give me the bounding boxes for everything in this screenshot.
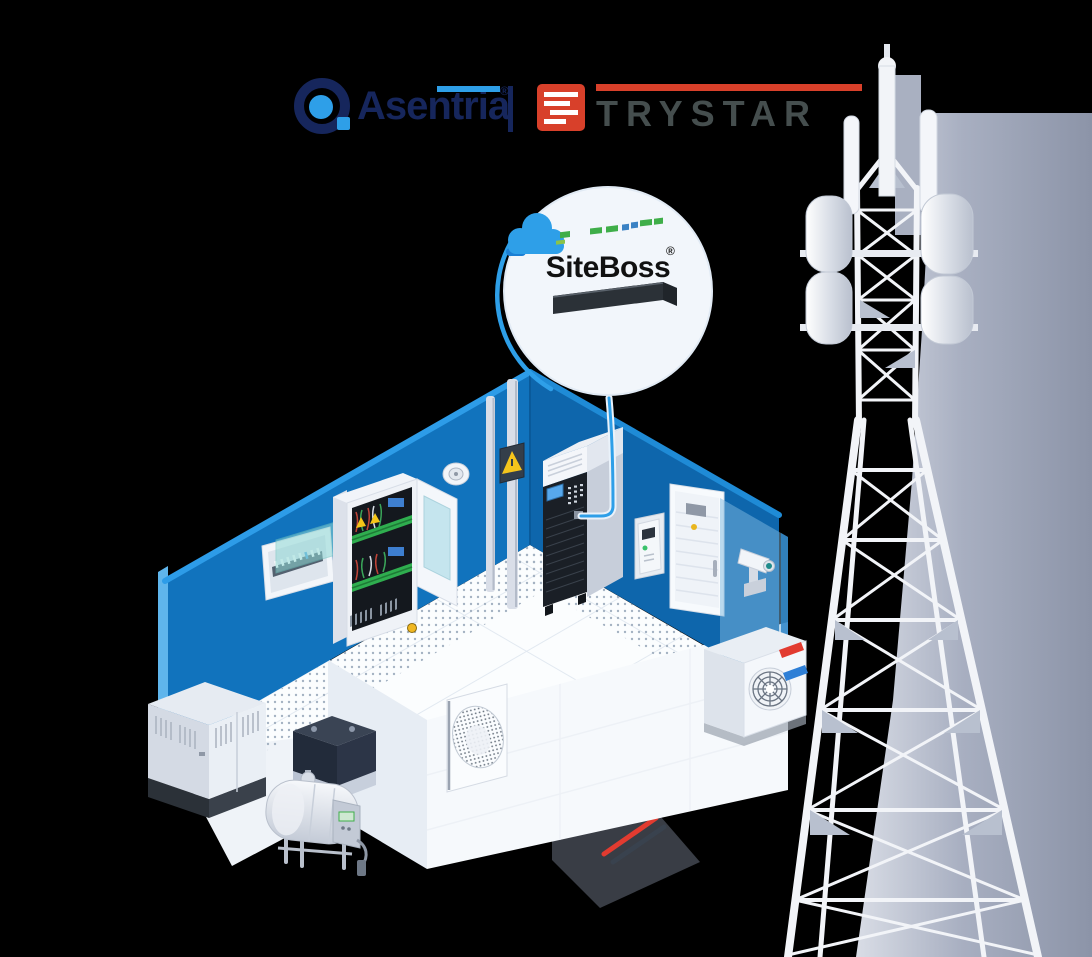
connection-cable	[577, 394, 617, 520]
smoke-detector-icon	[442, 462, 470, 486]
vent-fan-icon	[446, 683, 508, 793]
breaker-panel	[261, 519, 343, 601]
trystar-accent-bar	[596, 84, 862, 91]
siteboss-callout	[495, 186, 713, 396]
conduit-pillars	[486, 379, 518, 609]
ac-unit	[704, 627, 808, 746]
drum-antenna-icon	[805, 193, 974, 345]
trystar-logo-text: TRYSTAR	[596, 93, 818, 134]
room-door	[669, 483, 725, 617]
warning-sign	[499, 442, 525, 484]
equipment-room	[148, 369, 808, 876]
fuel-tank	[265, 770, 368, 876]
siteboss-product-label: SiteBoss	[545, 251, 671, 284]
cctv-camera-icon	[737, 548, 775, 597]
cell-tower-icon	[784, 44, 1042, 957]
trystar-logo-icon	[537, 84, 585, 131]
tower-shadow	[856, 75, 1092, 957]
cloud-icon	[506, 213, 564, 256]
asentria-logo-icon	[294, 78, 350, 134]
logo-divider	[508, 86, 513, 132]
asentria-accent-bar	[437, 86, 500, 92]
generator	[148, 682, 266, 818]
siteboss-device	[552, 217, 677, 314]
access-keypad	[634, 512, 665, 580]
cabinet-door	[416, 478, 458, 607]
siteboss-registered-mark: ®	[666, 244, 675, 258]
asentria-registered-mark: ®	[500, 84, 509, 98]
power-cabinet	[333, 473, 458, 647]
